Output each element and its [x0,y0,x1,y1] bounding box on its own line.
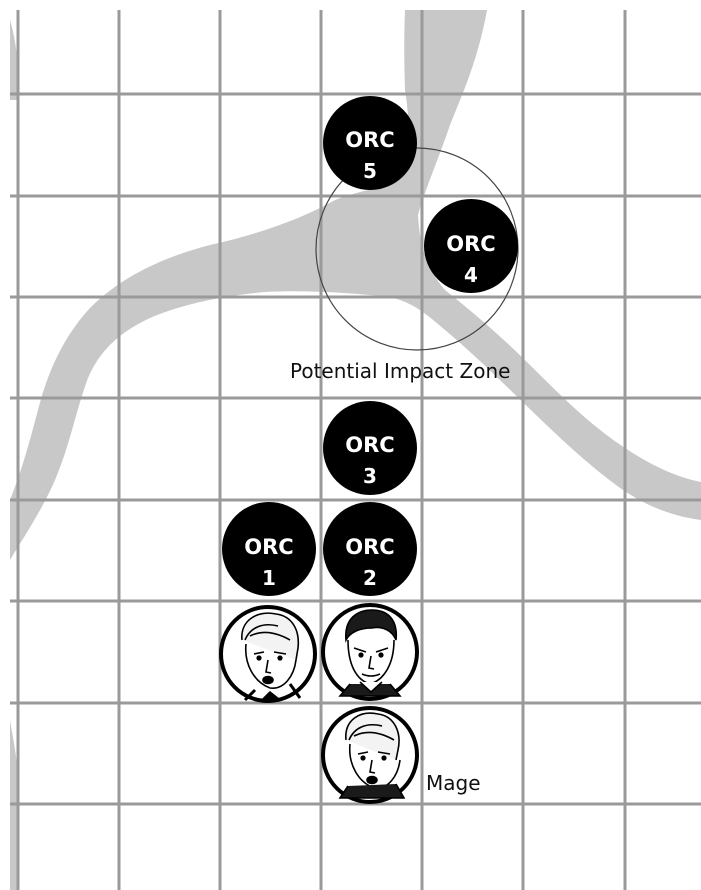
impact-zone-label: Potential Impact Zone [290,359,511,383]
mage-label: Mage [426,771,481,795]
orc-4-token[interactable]: ORC 4 [424,199,518,293]
orc-2-token[interactable]: ORC 2 [323,502,417,596]
impact-zone-circle [315,147,519,351]
orc-3-token[interactable]: ORC 3 [323,401,417,495]
orc-1-label: ORC [244,535,293,559]
orc-4-label: ORC [446,232,495,256]
dark-haired-hero-portrait-icon [338,609,402,697]
mage-portrait-icon [338,712,406,799]
river-left-edge-top [10,20,19,100]
orc-1-token[interactable]: ORC 1 [222,502,316,596]
orc-4-number: 4 [464,263,478,287]
orc-5-number: 5 [363,159,377,183]
blond-hero-portrait-icon [241,612,302,702]
mage-token[interactable] [321,706,419,804]
orc-3-label: ORC [345,433,394,457]
orc-5-token[interactable]: ORC 5 [323,96,417,190]
orc-2-label: ORC [345,535,394,559]
hero-blond-left-token[interactable] [219,605,317,703]
orc-1-number: 1 [262,566,276,590]
orc-3-number: 3 [363,464,377,488]
grid [10,10,701,890]
hero-dark-token[interactable] [321,603,419,701]
orc-5-label: ORC [345,128,394,152]
orc-2-number: 2 [363,566,377,590]
river-main [10,10,701,560]
